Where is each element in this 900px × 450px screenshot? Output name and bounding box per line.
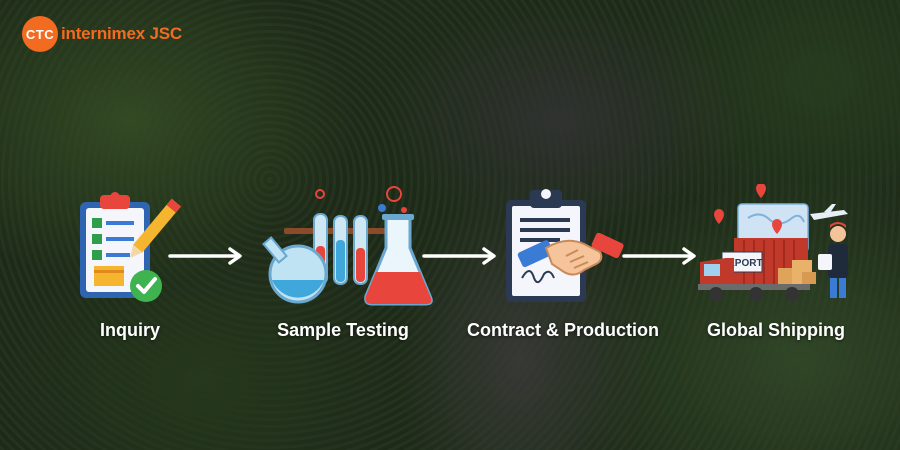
- export-sign: EXPORT: [721, 258, 762, 269]
- company-logo[interactable]: CTC internimex JSC: [22, 16, 182, 52]
- step-label-contract-production: Contract & Production: [467, 320, 659, 340]
- logo-badge: CTC: [22, 16, 58, 52]
- arrow-right-icon: [168, 247, 242, 265]
- lab-flasks-icon: [262, 186, 433, 306]
- export-truck-icon: EXPORT: [698, 184, 848, 301]
- step-label-inquiry: Inquiry: [99, 320, 161, 340]
- step-label-sample-testing: Sample Testing: [277, 320, 409, 340]
- logo-name: internimex JSC: [61, 24, 182, 43]
- arrow-right-icon: [622, 247, 696, 265]
- clipboard-check-icon: [80, 192, 181, 302]
- arrow-right-icon: [422, 247, 496, 265]
- step-label-global-shipping: Global Shipping: [707, 320, 845, 340]
- contract-handshake-icon: [506, 189, 624, 302]
